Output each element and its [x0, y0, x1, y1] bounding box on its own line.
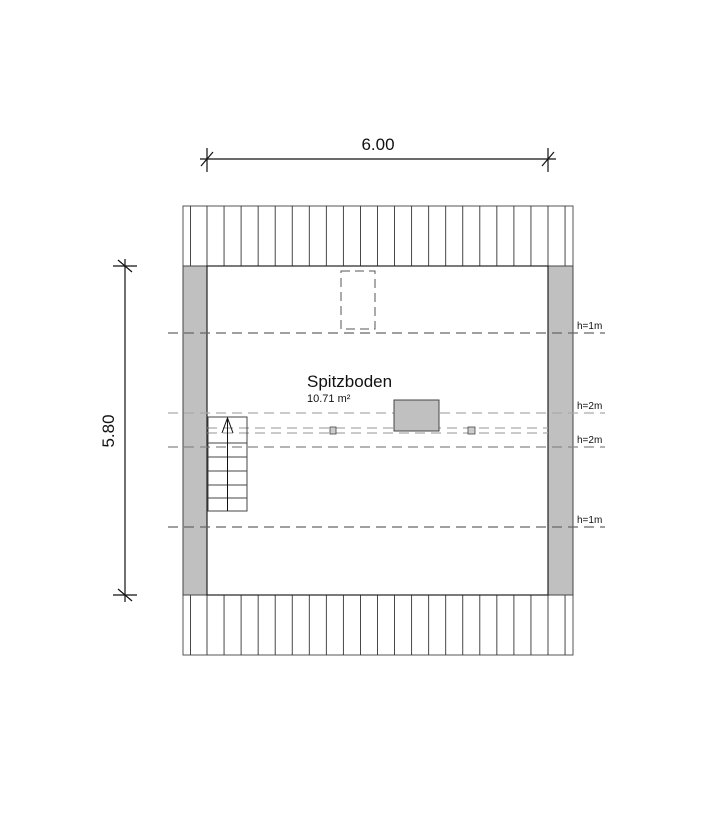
room-area: 10.71 m² — [307, 393, 351, 405]
height-label-1: h=1m — [577, 321, 602, 332]
skylight — [340, 270, 376, 330]
width-dimension — [200, 148, 556, 172]
height-label-4: h=1m — [577, 515, 602, 526]
post-right — [467, 426, 476, 435]
wall-left — [182, 265, 208, 596]
depth-dimension — [113, 259, 137, 602]
room-outline — [206, 265, 549, 596]
roof-outline — [182, 594, 574, 656]
wall-right — [547, 265, 574, 596]
roof-top — [182, 205, 574, 267]
room-name: Spitzboden — [307, 372, 392, 391]
roof-outline — [182, 205, 574, 267]
chimney — [393, 399, 440, 432]
height-label-3: h=2m — [577, 435, 602, 446]
staircase — [207, 416, 248, 512]
height-label-2: h=2m — [577, 401, 602, 412]
depth-label: 5.80 — [99, 414, 118, 447]
roof-bottom — [182, 594, 574, 656]
width-label: 6.00 — [361, 135, 394, 154]
post-left — [329, 426, 337, 435]
